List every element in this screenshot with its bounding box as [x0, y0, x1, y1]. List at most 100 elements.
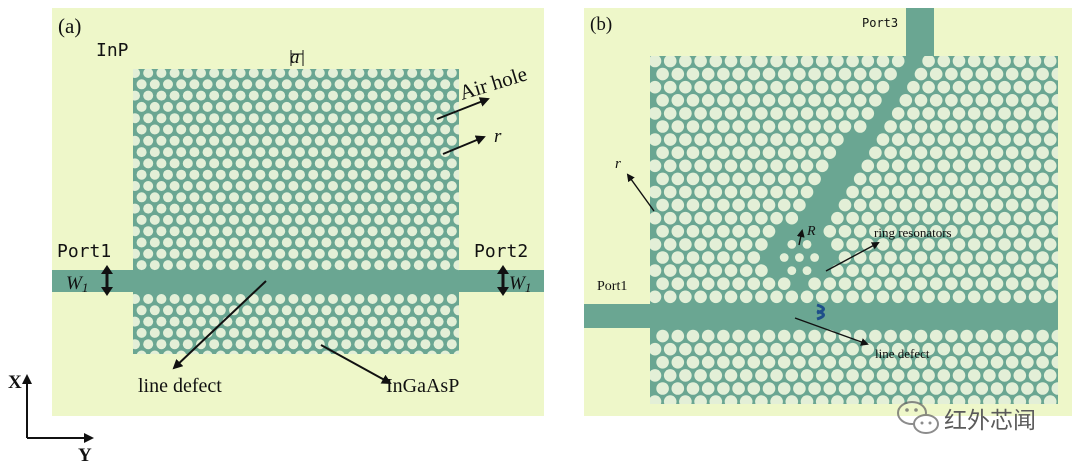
air-hole: [891, 395, 905, 404]
air-hole: [163, 214, 173, 225]
air-hole: [361, 260, 371, 271]
air-hole: [433, 339, 444, 350]
air-hole: [156, 226, 167, 237]
air-hole: [922, 238, 935, 251]
air-hole: [248, 181, 259, 191]
air-hole: [1013, 342, 1027, 356]
air-hole: [975, 329, 989, 343]
air-hole: [413, 124, 424, 135]
air-hole: [420, 248, 431, 259]
air-hole: [808, 356, 821, 369]
air-hole: [709, 159, 723, 173]
air-hole: [149, 124, 160, 135]
air-hole: [876, 185, 890, 199]
air-hole: [275, 226, 286, 237]
air-hole: [133, 135, 140, 146]
air-hole: [1013, 80, 1027, 94]
air-hole: [967, 395, 981, 404]
air-hole: [815, 395, 829, 404]
air-hole: [242, 79, 253, 90]
air-hole: [133, 226, 140, 237]
air-hole: [1013, 290, 1027, 304]
air-hole: [914, 146, 928, 159]
air-hole: [163, 101, 173, 112]
air-hole: [453, 214, 459, 225]
air-hole: [785, 80, 799, 94]
air-hole: [671, 225, 685, 238]
air-hole: [453, 327, 459, 338]
air-hole: [1051, 277, 1058, 290]
air-hole: [694, 107, 707, 120]
air-hole: [215, 214, 226, 225]
air-hole: [694, 238, 707, 251]
air-hole: [248, 113, 259, 124]
air-hole: [143, 69, 154, 78]
air-hole: [1043, 264, 1057, 277]
port3-label: Port3: [862, 16, 898, 30]
air-hole: [861, 185, 875, 199]
air-hole: [724, 342, 738, 356]
air-hole: [960, 382, 973, 395]
air-hole: [701, 251, 715, 264]
air-hole: [686, 225, 700, 238]
air-hole: [394, 203, 404, 214]
air-hole: [407, 294, 418, 304]
air-hole: [823, 382, 837, 395]
air-hole: [899, 225, 913, 238]
air-hole: [960, 198, 973, 212]
air-hole: [1013, 107, 1027, 120]
air-hole: [701, 277, 715, 291]
air-hole: [945, 277, 958, 291]
air-hole: [650, 133, 662, 146]
air-hole: [831, 211, 844, 225]
air-hole: [222, 339, 233, 350]
air-hole: [242, 214, 253, 225]
air-hole: [169, 248, 180, 259]
air-hole: [701, 146, 715, 159]
air-hole: [907, 107, 920, 120]
air-hole: [420, 339, 431, 350]
air-hole: [914, 356, 928, 369]
air-hole: [308, 147, 319, 158]
air-hole: [262, 69, 272, 78]
y-axis-label: Y: [78, 445, 92, 466]
air-hole: [281, 214, 292, 225]
air-hole: [808, 329, 821, 343]
air-hole: [413, 305, 424, 316]
air-hole: [440, 237, 451, 248]
air-hole: [755, 185, 768, 199]
air-hole: [281, 327, 292, 338]
air-hole: [795, 253, 804, 262]
air-hole: [831, 264, 844, 277]
air-hole: [262, 113, 272, 124]
air-hole: [321, 237, 332, 248]
air-hole: [1051, 172, 1058, 186]
ring-resonators-label: ring resonators: [874, 225, 952, 240]
air-hole: [732, 146, 745, 159]
air-hole: [209, 90, 220, 101]
air-hole: [314, 135, 325, 146]
air-hole: [427, 237, 437, 248]
air-hole: [952, 342, 966, 356]
air-hole: [433, 158, 444, 169]
port1-waveguide-b: [584, 304, 650, 328]
air-hole: [169, 203, 180, 214]
air-hole: [656, 120, 669, 133]
air-hole: [777, 356, 791, 369]
air-hole: [361, 169, 371, 180]
air-hole: [215, 192, 226, 203]
air-hole: [202, 79, 213, 90]
air-hole: [209, 69, 220, 78]
air-hole: [876, 238, 890, 251]
air-hole: [823, 277, 837, 291]
air-hole: [739, 342, 753, 356]
air-hole: [446, 294, 457, 304]
air-hole: [747, 329, 761, 343]
air-hole: [998, 264, 1011, 277]
air-hole: [242, 124, 253, 135]
air-hole: [899, 172, 913, 186]
air-hole: [413, 237, 424, 248]
panel-a: (a) InP a Air hole r Port1 Port2 W1: [52, 8, 544, 416]
air-hole: [328, 294, 338, 304]
lattice-constant-label: a: [290, 47, 300, 68]
